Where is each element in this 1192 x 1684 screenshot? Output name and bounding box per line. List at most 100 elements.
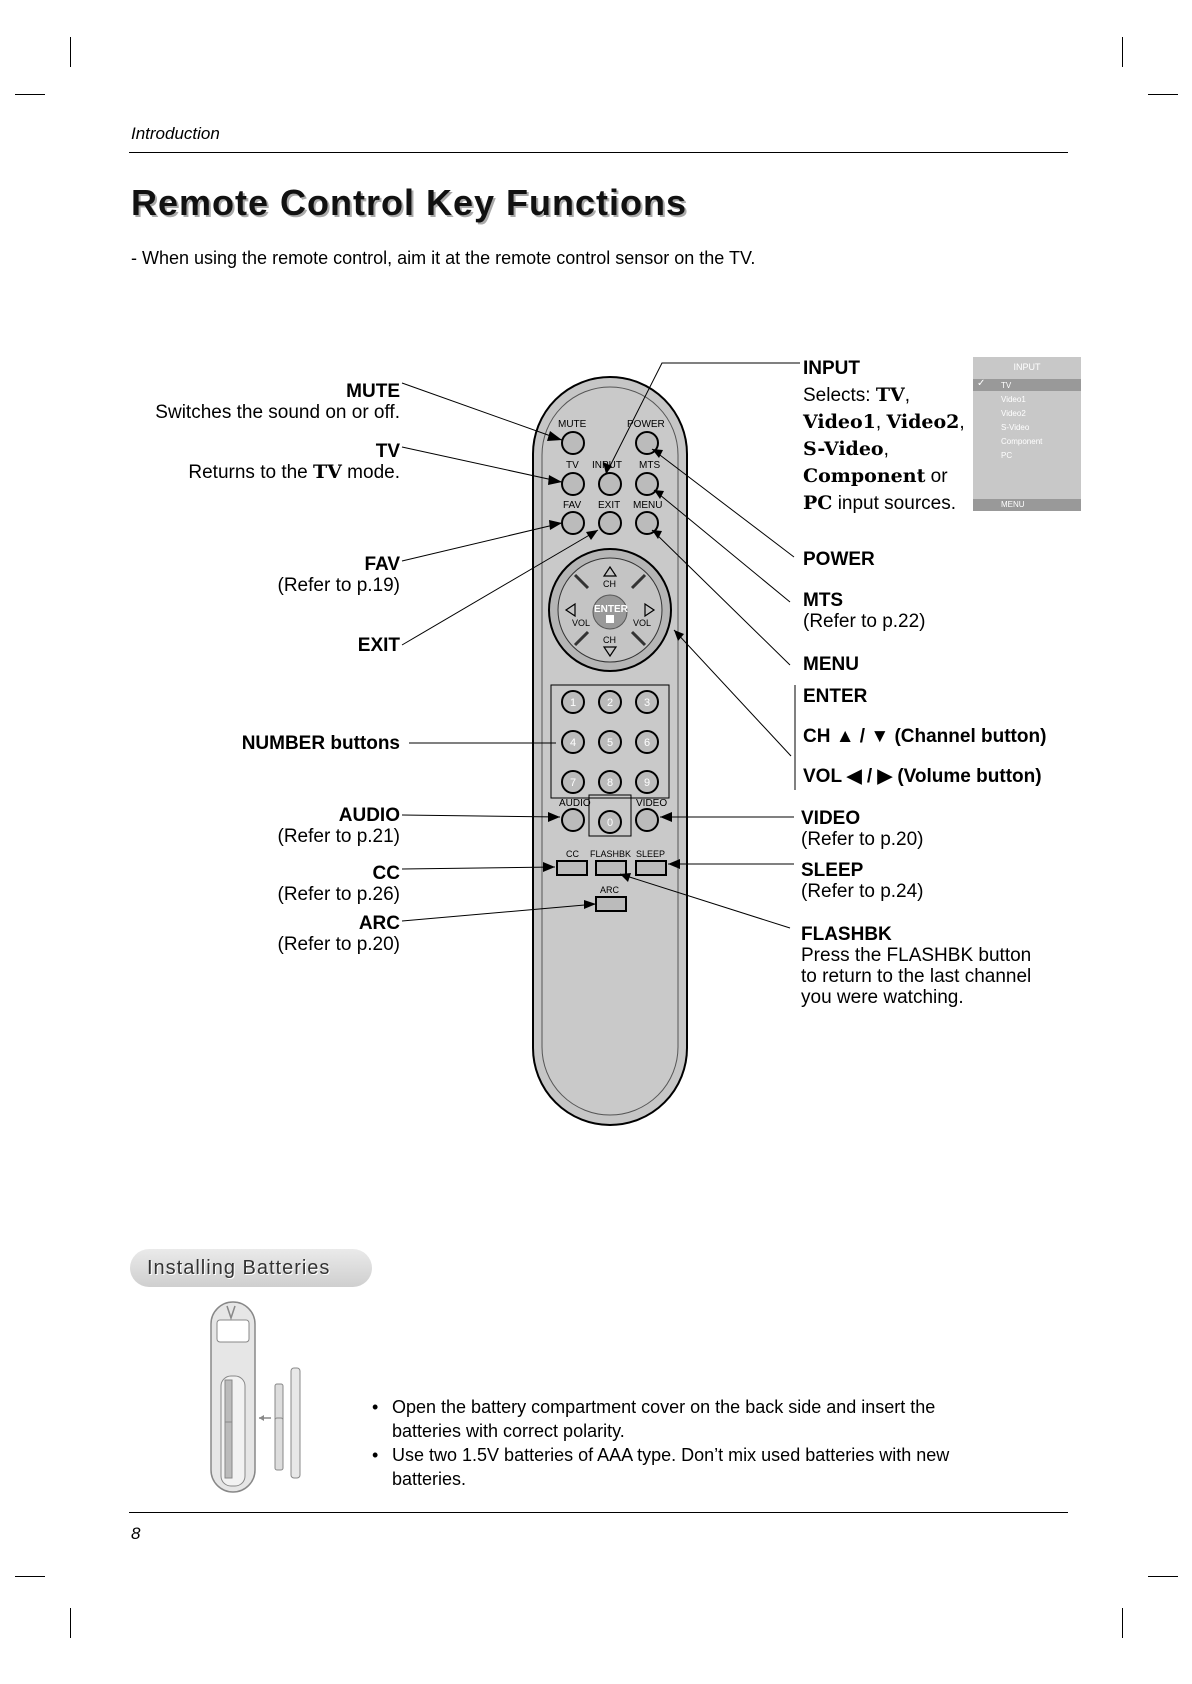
battery-illustration [210,1301,301,1493]
number-callout: NUMBER buttons [242,733,400,754]
number-pad-frame [550,684,670,799]
digit-label-7: 7 [570,777,576,789]
osd-item: Video1 [1001,395,1026,404]
digit-label-4: 4 [570,737,576,749]
fav-callout: FAV (Refer to p.19) [278,554,401,596]
enter-key [592,594,628,630]
key-label-arc: ARC [600,885,620,895]
crop-mark [15,1576,45,1577]
audio-desc: (Refer to p.21) [277,826,401,847]
crop-mark [70,1608,71,1638]
key-label-power: POWER [627,419,665,430]
digit-key-1 [561,690,585,714]
menu-key [635,511,659,535]
mts-desc: (Refer to p.22) [803,611,926,632]
digit-label-1: 1 [570,697,576,709]
key-label-cc: CC [566,849,579,859]
exit-callout: EXIT [358,635,400,656]
digit-key-5 [598,730,622,754]
key-label-flashbk: FLASHBK [590,849,631,859]
vol-left-label: VOL [572,618,590,628]
osd-selected-row [973,379,1081,391]
page-title: Remote Control Key Functions [131,182,688,223]
ch-down-label: CH [603,635,616,645]
crop-mark [70,37,71,67]
digit-key-3 [635,690,659,714]
audio-label: AUDIO [338,805,400,826]
power-callout: POWER [803,549,875,570]
sleep-label: SLEEP [801,860,864,881]
tv-key [561,472,585,496]
vol-right-label: VOL [633,618,651,628]
ch-callout: CH ▲ / ▼ (Channel button) [803,726,1046,747]
arc-callout: ARC (Refer to p.20) [278,913,401,955]
key-label-sleep: SLEEP [636,849,665,859]
mts-callout: MTS (Refer to p.22) [803,590,926,632]
number-label: NUMBER buttons [241,733,400,754]
key-label-mute: MUTE [558,419,587,430]
crop-mark [1122,1608,1123,1638]
input-callout: INPUT Selects: TV, Video1, Video2, S-Vid… [803,355,965,517]
flashbk-desc-1: Press the FLASHBK button [801,945,1032,966]
menu-label: MENU [803,654,859,675]
fav-desc: (Refer to p.19) [277,575,401,596]
enter-label-text: ENTER [803,686,868,707]
exit-label: EXIT [357,635,400,656]
digit-label-5: 5 [607,737,613,749]
leader-lines [401,362,800,929]
video-key [635,808,659,832]
crop-mark [1148,1576,1178,1577]
key-label-menu: MENU [633,500,662,511]
key-label-exit: EXIT [598,500,620,511]
cc-callout: CC (Refer to p.26) [278,863,401,905]
sleep-callout: SLEEP (Refer to p.24) [801,860,924,902]
digit-key-0 [598,810,622,834]
header-rule [129,152,1068,153]
mute-label: MUTE [346,381,400,402]
digit-key-7 [561,770,585,794]
digit-label-8: 8 [607,777,613,789]
battery-bullet-1: Open the battery compartment cover on th… [372,1395,992,1443]
arc-desc: (Refer to p.20) [277,934,401,955]
exit-key [598,511,622,535]
crop-mark [1148,94,1178,95]
input-key [598,472,622,496]
sleep-desc: (Refer to p.24) [801,881,924,902]
tv-desc: Returns to the TV mode. [188,461,400,484]
input-label: INPUT [803,358,860,379]
vol-label: VOL ◀ / ▶ (Volume button) [803,766,1042,787]
tv-label: TV [375,441,400,462]
digit-key-9 [635,770,659,794]
digit-label-9: 9 [644,777,650,789]
digit-key-2 [598,690,622,714]
flashbk-key [595,860,627,876]
batteries-heading-pill: Installing Batteries [130,1249,372,1287]
batteries-heading: Installing Batteries [147,1257,331,1279]
video-callout: VIDEO (Refer to p.20) [801,808,924,850]
input-desc-4: Component or [803,465,948,487]
digit-label-3: 3 [644,697,650,709]
section-label: Introduction [131,124,220,143]
arc-label: ARC [358,913,400,934]
footer-rule [129,1512,1068,1513]
input-desc-1: Selects: TV, [803,384,911,406]
arc-key [595,896,627,912]
fav-key [561,511,585,535]
digit-label-2: 2 [607,697,613,709]
ch-up-icon [602,565,618,577]
crop-mark [1122,37,1123,67]
osd-check-icon: ✓ [977,378,986,389]
input-desc-2: Video1, Video2, [803,411,965,433]
key-label-tv: TV [566,460,579,471]
key-label-video: VIDEO [636,798,667,809]
mts-label: MTS [803,590,844,611]
battery-bullet-2: Use two 1.5V batteries of AAA type. Don’… [372,1443,992,1491]
osd-item: TV [1001,381,1012,390]
vol-callout: VOL ◀ / ▶ (Volume button) [803,766,1042,787]
osd-item: S-Video [1001,423,1030,432]
osd-footer: MENU [973,499,1081,511]
video-label: VIDEO [801,808,861,829]
cc-key [556,860,588,876]
key-label-mts: MTS [639,460,660,471]
